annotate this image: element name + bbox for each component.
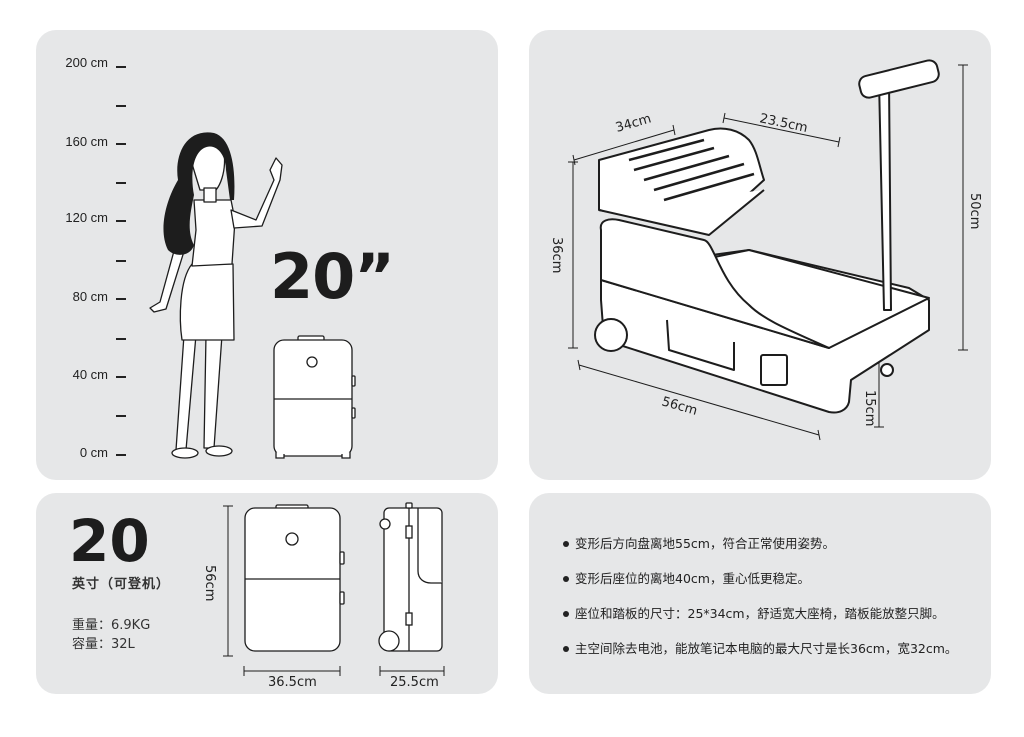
size-label-20-inch: 20” [270, 240, 395, 313]
feature-item: 主空间除去电池，能放笔记本电脑的最大尺寸是长36cm，宽32cm。 [563, 638, 957, 657]
ruler-label-120: 120 cm [65, 210, 108, 225]
dim-height-56: 56cm [202, 565, 217, 601]
ruler-tick [116, 182, 126, 184]
woman-figure-icon [149, 132, 283, 459]
ruler-tick [116, 376, 126, 378]
ruler-tick [116, 260, 126, 262]
dim-seat-height: 36cm [549, 237, 564, 273]
ruler-tick [116, 338, 126, 340]
size-number: 20 [69, 507, 150, 575]
feature-text: 变形后座位的离地40cm，重心低更稳定。 [575, 571, 810, 586]
ruler-label-0: 0 cm [79, 445, 108, 460]
feature-item: 变形后座位的离地40cm，重心低更稳定。 [563, 568, 810, 587]
ruler-label-200: 200 cm [65, 55, 108, 70]
feature-text: 座位和踏板的尺寸：25*34cm，舒适宽大座椅，踏板能放整只脚。 [575, 606, 945, 621]
dim-handle-height: 50cm [967, 193, 982, 229]
height-comparison-panel: 200 cm 160 cm 120 cm 80 cm 40 cm 0 cm [36, 30, 498, 480]
bullet-icon [563, 645, 569, 652]
ruler-tick [116, 105, 126, 107]
ruler-tick [116, 66, 126, 68]
bullet-icon [563, 540, 569, 547]
weight-spec: 重量：6.9KG [72, 618, 151, 633]
ruler-label-40: 40 cm [72, 367, 108, 382]
size-unit-label: 英寸（可登机） [72, 577, 171, 592]
bullet-icon [563, 575, 569, 582]
bullet-icon [563, 610, 569, 617]
feature-text: 变形后方向盘离地55cm，符合正常使用姿势。 [575, 536, 835, 551]
features-panel: 变形后方向盘离地55cm，符合正常使用姿势。 变形后座位的离地40cm，重心低更… [529, 493, 991, 694]
dim-seat-depth: 23.5cm [758, 111, 809, 136]
height-ruler: 200 cm 160 cm 120 cm 80 cm 40 cm 0 cm [36, 30, 136, 480]
suitcase-small-icon [273, 335, 356, 459]
suitcase-front-side-diagram-icon: 56cm 36.5cm 25.5cm [202, 502, 445, 690]
capacity-spec: 容量：32L [72, 637, 135, 652]
ruler-label-160: 160 cm [65, 134, 108, 149]
dim-front-width: 36.5cm [268, 675, 317, 690]
spec-card-panel: 20 英寸（可登机） 重量：6.9KG 容量：32L [36, 493, 498, 694]
ride-on-dimensions-panel: 34cm 23.5cm 36cm 50cm 56cm 15cm [529, 30, 991, 480]
dim-seat-width: 34cm [614, 111, 653, 135]
dim-side-depth: 25.5cm [390, 675, 439, 690]
ruler-tick [116, 143, 126, 145]
feature-text: 主空间除去电池，能放笔记本电脑的最大尺寸是长36cm，宽32cm。 [575, 641, 958, 656]
ruler-label-80: 80 cm [72, 289, 108, 304]
ruler-tick [116, 454, 126, 456]
ruler-tick [116, 298, 126, 300]
feature-item: 变形后方向盘离地55cm，符合正常使用姿势。 [563, 533, 835, 552]
ride-on-suitcase-diagram-icon: 34cm 23.5cm 36cm 50cm 56cm 15cm [549, 59, 982, 441]
dim-base-height: 15cm [862, 390, 877, 426]
feature-item: 座位和踏板的尺寸：25*34cm，舒适宽大座椅，踏板能放整只脚。 [563, 603, 945, 622]
ruler-tick [116, 415, 126, 417]
ruler-tick [116, 220, 126, 222]
